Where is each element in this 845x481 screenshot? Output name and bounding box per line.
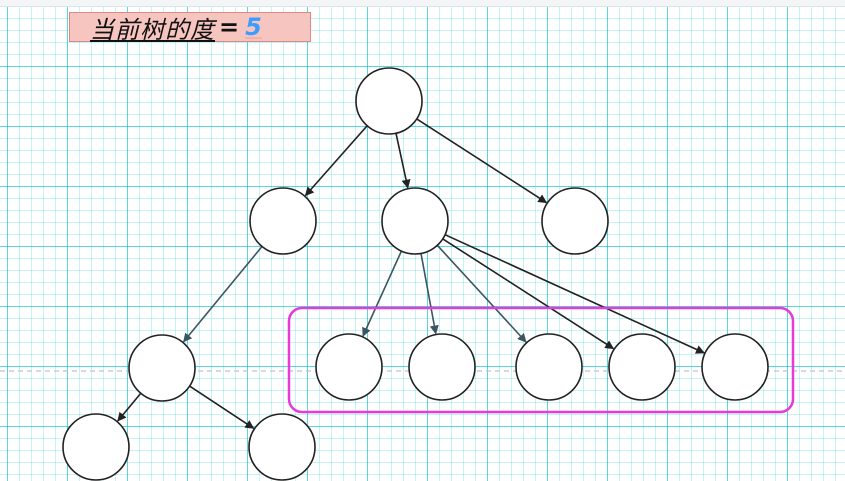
edge-b-b4 <box>442 238 615 350</box>
tree-node-a[interactable] <box>249 187 317 255</box>
title-equals-sign: = <box>219 13 240 41</box>
edge-d-d2 <box>189 385 255 429</box>
tree-node-b1[interactable] <box>315 333 383 401</box>
title-degree-value: 5 <box>245 13 262 41</box>
edge-root-b <box>395 133 411 189</box>
tree-node-c[interactable] <box>541 187 609 255</box>
tree-nodes <box>62 67 769 481</box>
top-toolbar-strip <box>0 0 845 7</box>
tree-node-d1[interactable] <box>62 413 130 481</box>
edge-root-c <box>416 118 548 204</box>
tree-node-d[interactable] <box>128 334 196 402</box>
edge-b-b2 <box>420 253 439 335</box>
tree-node-b5[interactable] <box>701 333 769 401</box>
edge-root-a <box>304 125 368 197</box>
edge-d-d1 <box>117 392 142 422</box>
title-label: 当前树的度 <box>90 15 215 44</box>
edge-b-b3 <box>436 244 527 343</box>
tree-node-d2[interactable] <box>248 413 316 481</box>
tree-node-root[interactable] <box>355 67 423 135</box>
degree-title-box[interactable]: 当前树的度 = 5 <box>69 12 311 44</box>
highlight-children-box[interactable] <box>287 306 795 414</box>
tree-node-b2[interactable] <box>408 333 476 401</box>
edge-b-b5 <box>444 233 705 354</box>
tree-node-b[interactable] <box>381 187 449 255</box>
tree-node-b3[interactable] <box>515 333 583 401</box>
edge-a-d <box>182 245 263 343</box>
tree-edges <box>117 118 705 429</box>
edge-b-b1 <box>362 250 403 337</box>
tree-node-b4[interactable] <box>608 333 676 401</box>
